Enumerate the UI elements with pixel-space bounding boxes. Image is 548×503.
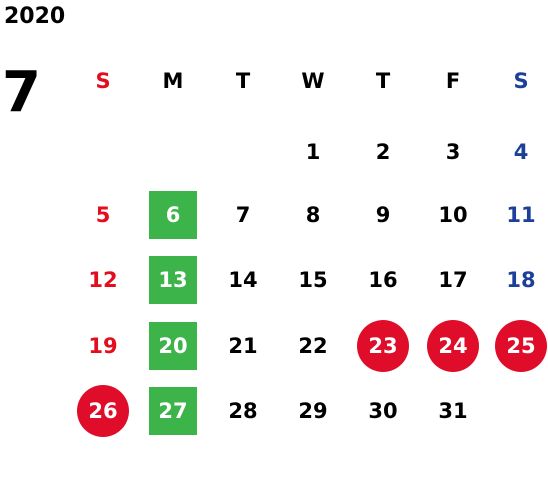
day-cell[interactable]: 26 <box>77 385 129 437</box>
day-cell[interactable]: 4 <box>513 140 529 164</box>
day-cell[interactable]: 5 <box>95 203 111 227</box>
month-number: 7 <box>2 60 41 125</box>
day-cell[interactable]: 27 <box>149 387 197 435</box>
day-cell[interactable]: 3 <box>445 140 461 164</box>
day-cell[interactable]: 21 <box>228 334 258 358</box>
day-cell[interactable]: 12 <box>88 268 118 292</box>
day-cell[interactable]: 28 <box>228 399 258 423</box>
day-cell[interactable]: 14 <box>228 268 258 292</box>
day-cell[interactable]: 1 <box>305 140 321 164</box>
weekday-header: S <box>95 69 111 93</box>
day-cell[interactable]: 8 <box>305 203 321 227</box>
day-cell[interactable]: 6 <box>149 191 197 239</box>
weekday-header: W <box>301 69 325 93</box>
day-cell[interactable]: 15 <box>298 268 328 292</box>
day-cell[interactable]: 30 <box>368 399 398 423</box>
day-cell[interactable]: 7 <box>235 203 251 227</box>
day-cell[interactable]: 29 <box>298 399 328 423</box>
day-cell[interactable]: 19 <box>88 334 118 358</box>
weekday-header: S <box>513 69 529 93</box>
weekday-header: F <box>445 69 461 93</box>
day-cell[interactable]: 22 <box>298 334 328 358</box>
day-cell[interactable]: 10 <box>438 203 468 227</box>
day-cell[interactable]: 11 <box>506 203 536 227</box>
day-cell[interactable]: 18 <box>506 268 536 292</box>
day-cell[interactable]: 31 <box>438 399 468 423</box>
day-cell[interactable]: 2 <box>375 140 391 164</box>
day-cell[interactable]: 20 <box>149 322 197 370</box>
day-cell[interactable]: 24 <box>427 320 479 372</box>
weekday-header: T <box>235 69 251 93</box>
day-cell[interactable]: 17 <box>438 268 468 292</box>
weekday-header: M <box>162 69 184 93</box>
day-cell[interactable]: 13 <box>149 256 197 304</box>
day-cell[interactable]: 9 <box>375 203 391 227</box>
day-cell[interactable]: 23 <box>357 320 409 372</box>
weekday-header: T <box>375 69 391 93</box>
year-label: 2020 <box>4 4 66 29</box>
day-cell[interactable]: 25 <box>495 320 547 372</box>
day-cell[interactable]: 16 <box>368 268 398 292</box>
